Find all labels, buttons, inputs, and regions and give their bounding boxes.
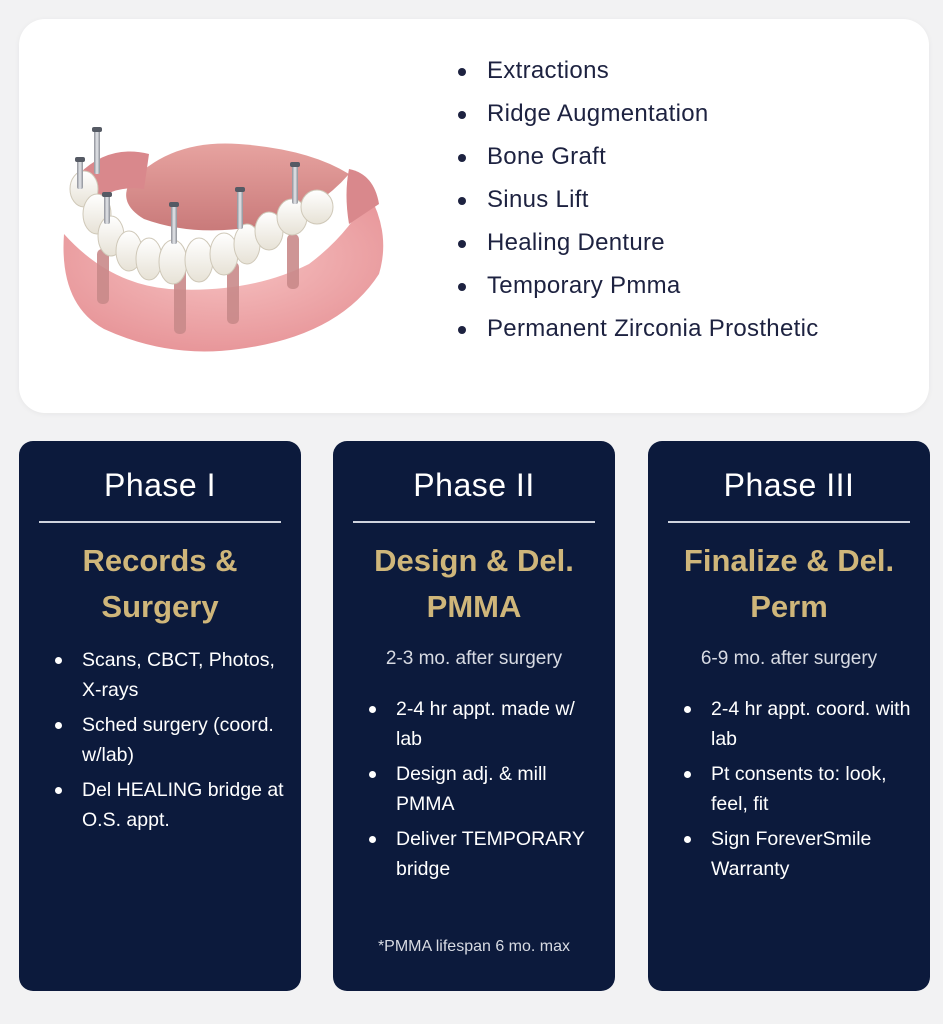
list-item: Temporary Pmma: [457, 267, 917, 305]
list-item: Deliver TEMPORARY bridge: [367, 824, 601, 884]
list-item: Scans, CBCT, Photos, X-rays: [53, 645, 287, 705]
list-item: Design adj. & mill PMMA: [367, 759, 601, 819]
phase-heading-line: Perm: [750, 589, 828, 624]
phase-timing: 2-3 mo. after surgery: [385, 648, 563, 669]
phase-title: Phase I: [103, 467, 216, 503]
list-item: Extractions: [457, 52, 917, 90]
list-item: Permanent Zirconia Prosthetic: [457, 310, 917, 348]
procedure-list: Extractions Ridge Augmentation Bone Graf…: [457, 52, 917, 353]
divider: [668, 521, 910, 523]
phase-heading: Design & Del. PMMA: [343, 538, 605, 630]
list-item: 2-4 hr appt. made w/ lab: [367, 694, 601, 754]
divider: [39, 521, 281, 523]
list-item: Bone Graft: [457, 138, 917, 176]
phase-2-card: Phase II Design & Del. PMMA 2-3 mo. afte…: [333, 441, 615, 991]
phase-heading-line: Finalize & Del.: [683, 543, 895, 578]
phase-1-card: Phase I Records & Surgery Scans, CBCT, P…: [19, 441, 301, 991]
phase-title: Phase III: [723, 467, 855, 503]
list-item: Del HEALING bridge at O.S. appt.: [53, 775, 287, 835]
list-item: Pt consents to: look, feel, fit: [682, 759, 916, 819]
phase-heading: Finalize & Del. Perm: [658, 538, 920, 630]
phase-heading-line: PMMA: [426, 589, 522, 624]
list-item: Sched surgery (coord. w/lab): [53, 710, 287, 770]
procedures-card: Extractions Ridge Augmentation Bone Graf…: [19, 19, 929, 413]
list-item: Ridge Augmentation: [457, 95, 917, 133]
phase-heading-line: Design & Del.: [374, 543, 574, 578]
dental-implant-arch-illustration: [63, 127, 384, 352]
list-item: Sign ForeverSmile Warranty: [682, 824, 916, 884]
phase-heading-line: Surgery: [101, 589, 219, 624]
phase-heading-line: Records &: [82, 543, 238, 578]
phase-timing: 6-9 mo. after surgery: [700, 648, 878, 669]
phase-title: Phase II: [413, 467, 535, 503]
phase-steps: 2-4 hr appt. coord. with lab Pt consents…: [682, 694, 916, 889]
list-item: 2-4 hr appt. coord. with lab: [682, 694, 916, 754]
list-item: Sinus Lift: [457, 181, 917, 219]
divider: [353, 521, 595, 523]
phase-3-card: Phase III Finalize & Del. Perm 6-9 mo. a…: [648, 441, 930, 991]
phase-steps: Scans, CBCT, Photos, X-rays Sched surger…: [53, 645, 287, 840]
phase-footnote: *PMMA lifespan 6 mo. max: [377, 938, 571, 955]
phase-heading: Records & Surgery: [29, 538, 291, 630]
phase-steps: 2-4 hr appt. made w/ lab Design adj. & m…: [367, 694, 601, 889]
list-item: Healing Denture: [457, 224, 917, 262]
